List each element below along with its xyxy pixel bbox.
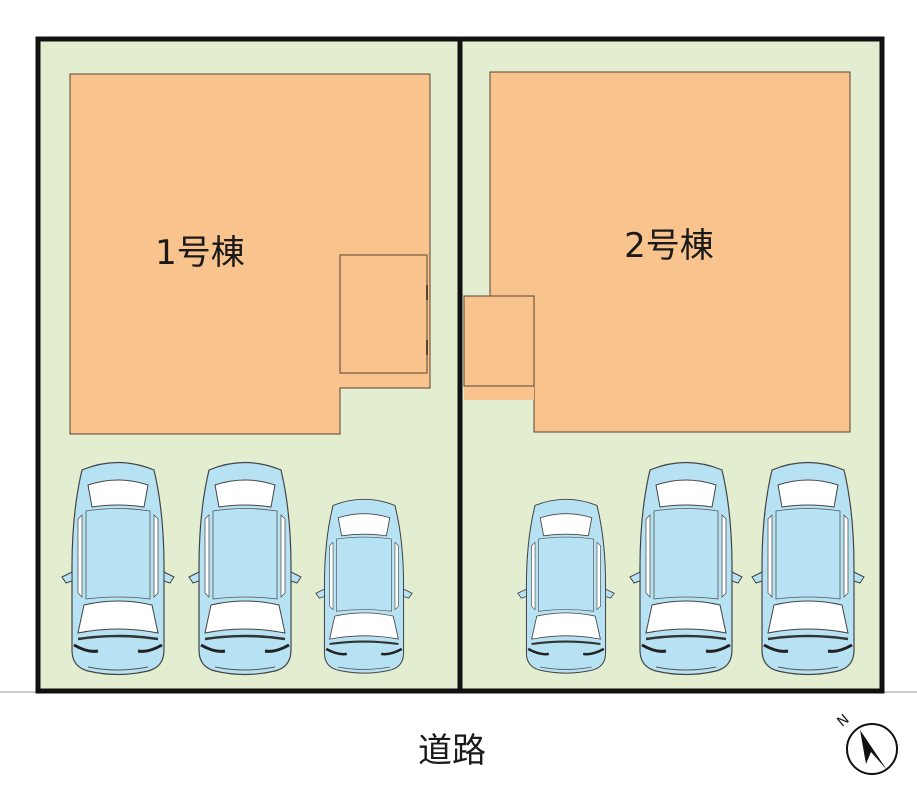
car-lot2-1 [516,498,616,675]
car-lot1-1 [60,461,176,676]
car-lot1-3 [314,498,414,675]
north-arrow-icon: N [834,711,898,775]
building-1-footprint [69,73,431,435]
building-1-entrance [339,254,428,374]
lot-1: 1号棟 [38,39,458,691]
lot-2: 2号棟 [462,39,882,691]
north-label: N [834,711,852,730]
building-2-label: 2号棟 [624,226,714,266]
road-label: 道路 [418,731,486,771]
building-1-label: 1号棟 [155,233,245,273]
building-2-entrance [463,295,535,387]
car-lot1-2 [187,461,303,676]
car-lot2-2 [628,461,744,676]
car-lot2-3 [750,461,866,676]
